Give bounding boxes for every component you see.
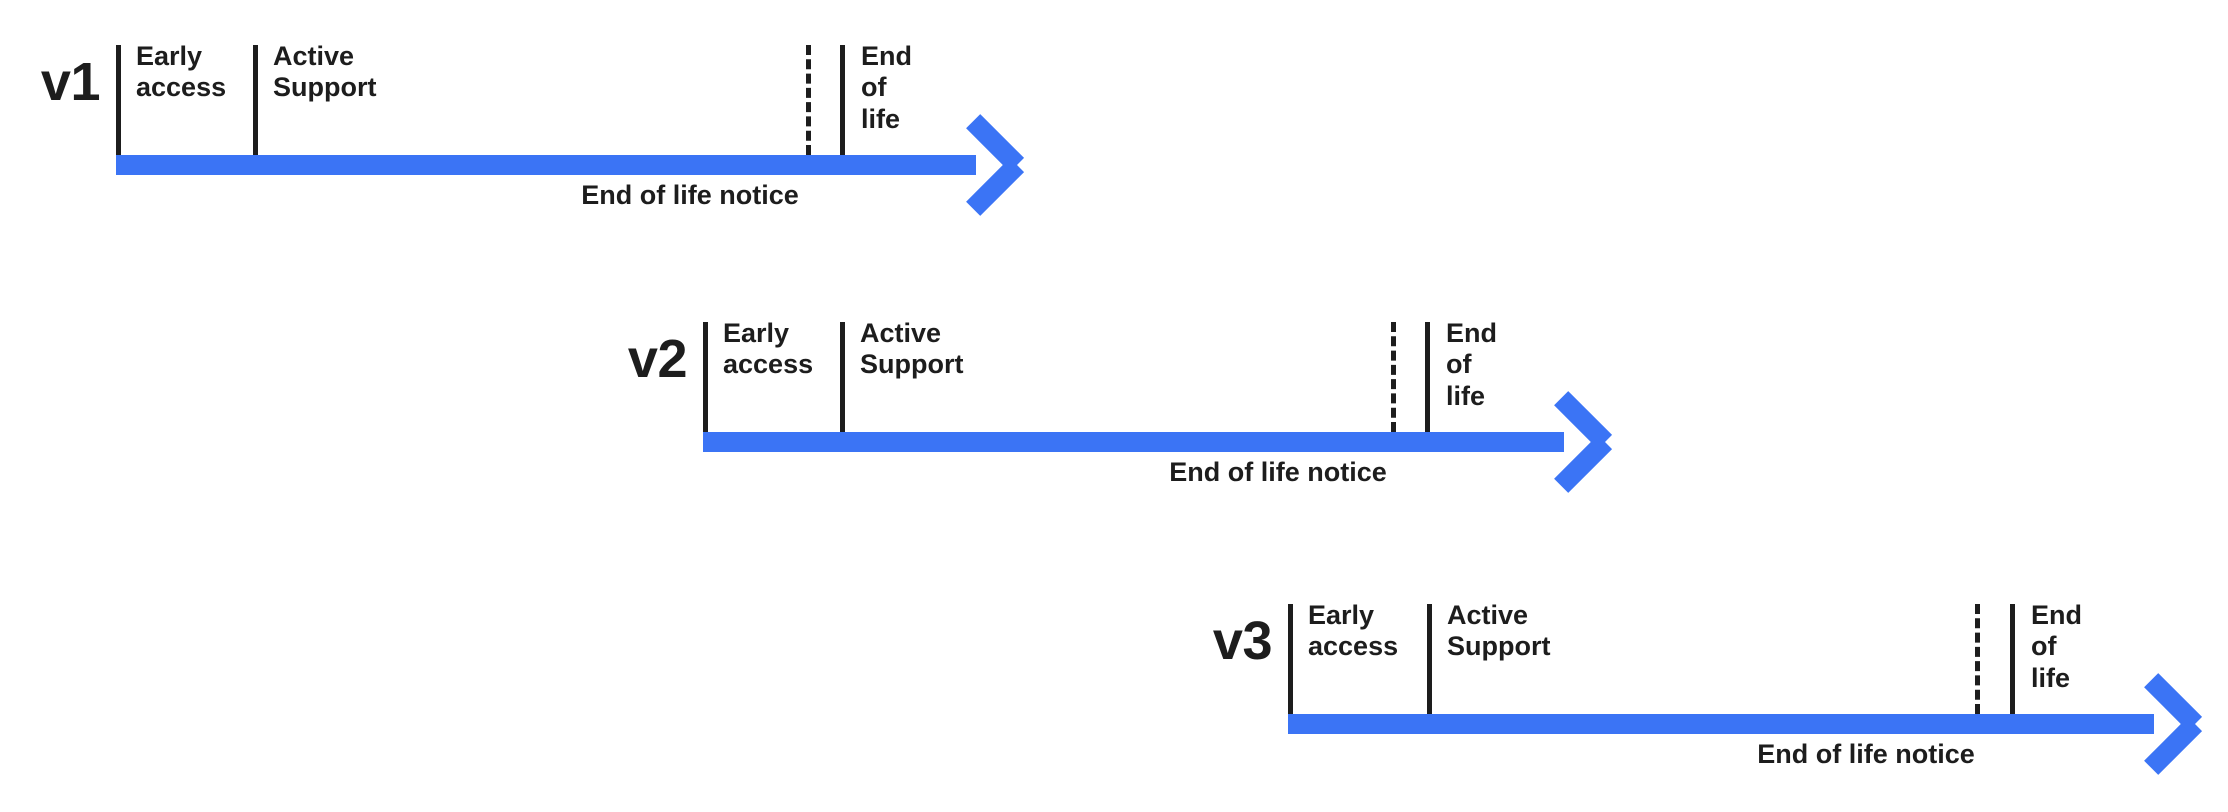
version-label-v1: v1 <box>40 52 101 112</box>
phase-label-early-access-v1: Early access <box>136 41 227 103</box>
end-of-life-notice-marker-v2 <box>1391 322 1396 432</box>
end-of-life-notice-label-v1: End of life notice <box>581 180 799 210</box>
timeline-arrow-shaft-v3 <box>1288 714 2154 734</box>
phase-label-active-support-v1: Active Support <box>273 41 377 103</box>
end-of-life-notice-label-v2: End of life notice <box>1169 457 1387 487</box>
divider-end-of-life-line-v2 <box>1425 322 1430 432</box>
phase-label-active-support-v3: Active Support <box>1447 600 1551 662</box>
divider-end-of-life-line-v1 <box>840 45 845 155</box>
phase-label-early-access-v2: Early access <box>723 318 814 380</box>
version-label-v3: v3 <box>1212 611 1273 671</box>
end-of-life-notice-marker-v3 <box>1975 604 1980 714</box>
divider-early-access-end-line-v2 <box>840 322 845 432</box>
end-of-life-notice-marker-v1 <box>806 45 811 155</box>
divider-end-of-life-line-v3 <box>2010 604 2015 714</box>
divider-start-line-v2 <box>703 322 708 432</box>
phase-label-active-support-v2: Active Support <box>860 318 964 380</box>
divider-early-access-end-line-v1 <box>253 45 258 155</box>
divider-early-access-end-line-v3 <box>1427 604 1432 714</box>
phase-label-end-of-life-v1: End of life <box>861 41 912 134</box>
timeline-arrow-shaft-v2 <box>703 432 1564 452</box>
version-label-v2: v2 <box>627 329 688 389</box>
phase-label-end-of-life-v3: End of life <box>2031 600 2082 693</box>
timeline-arrow-shaft-v1 <box>116 155 976 175</box>
phase-label-end-of-life-v2: End of life <box>1446 318 1497 411</box>
divider-start-line-v1 <box>116 45 121 155</box>
end-of-life-notice-label-v3: End of life notice <box>1757 739 1975 769</box>
divider-start-line-v3 <box>1288 604 1293 714</box>
phase-label-early-access-v3: Early access <box>1308 600 1399 662</box>
